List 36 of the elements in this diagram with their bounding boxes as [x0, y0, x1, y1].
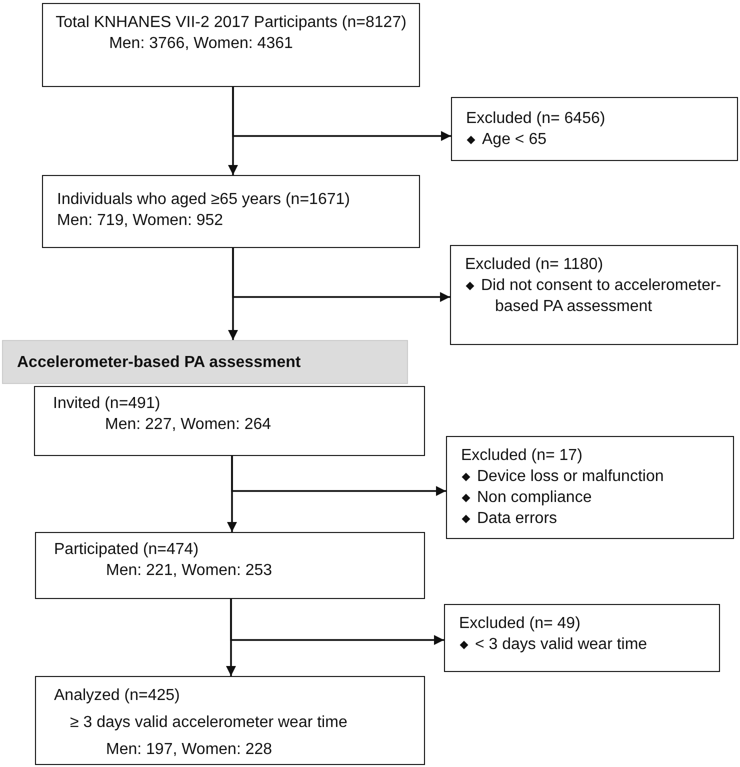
- box-text: Data errors: [477, 510, 558, 527]
- process-box: [446, 436, 734, 539]
- box-text: Men: 227, Women: 264: [105, 416, 272, 433]
- section-heading: Accelerometer-based PA assessment: [17, 354, 301, 371]
- arrow: [232, 87, 451, 141]
- box-heading: Total KNHANES VII-2 2017 Participants (n=8127): [56, 14, 406, 31]
- exclusion-box: [451, 97, 738, 161]
- process-box: [35, 676, 425, 765]
- section-band: [2, 340, 408, 384]
- box-heading: Participated (n=474): [54, 541, 199, 558]
- arrow: [231, 456, 446, 496]
- process-box: [42, 175, 420, 248]
- process-box: [444, 604, 720, 672]
- box-text: Men: 3766, Women: 4361: [109, 35, 293, 52]
- box-text: Device loss or malfunction: [477, 468, 664, 485]
- box-text: ≥ 3 days valid accelerometer wear time: [70, 714, 348, 731]
- box-text: Men: 197, Women: 228: [106, 741, 272, 758]
- arrow: [230, 599, 444, 645]
- box-heading: Analyzed (n=425): [54, 687, 180, 704]
- box-heading: Excluded (n= 49): [459, 615, 580, 632]
- exclusion-box: [450, 245, 738, 345]
- box-heading: Excluded (n= 17): [461, 447, 582, 464]
- process-box: [42, 3, 420, 87]
- box-heading: Individuals who aged ≥65 years (n=1671): [57, 191, 350, 208]
- arrow: [232, 248, 450, 302]
- box-text: < 3 days valid wear time: [475, 636, 648, 653]
- box-heading: Invited (n=491): [53, 395, 160, 412]
- box-text: Men: 719, Women: 952: [57, 212, 224, 229]
- box-text: Non compliance: [477, 489, 592, 506]
- box-text: Men: 221, Women: 253: [106, 562, 272, 579]
- box-heading: Excluded (n= 6456): [466, 110, 606, 127]
- process-box: [35, 532, 425, 599]
- process-box: [34, 386, 425, 456]
- box-heading: Excluded (n= 1180): [465, 256, 604, 273]
- box-text: Age < 65: [482, 131, 546, 148]
- box-text: Did not consent to accelerometer-based PA assessment: [481, 277, 722, 315]
